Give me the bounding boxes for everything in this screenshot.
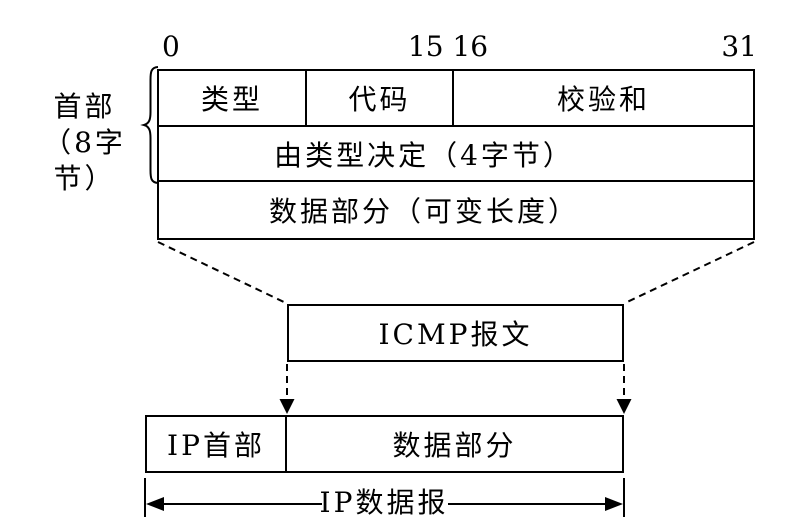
code-cell-label: 代码	[348, 83, 411, 116]
data-part-cell: 数据部分（可变长度）	[159, 182, 753, 238]
type-cell-label: 类型	[200, 83, 263, 116]
ip-data-cell: 数据部分	[287, 417, 622, 471]
bit-label-15-16: 15 16	[407, 30, 489, 63]
measure-arrowhead-left	[146, 497, 164, 511]
table-row-2: 由类型决定（4字节）	[159, 127, 753, 182]
type-cell: 类型	[159, 71, 307, 125]
table-row-1: 类型 代码 校验和	[159, 71, 753, 127]
ip-datagram-span-label: IP数据报	[319, 486, 449, 519]
table-row-3: 数据部分（可变长度）	[159, 182, 753, 238]
type-determined-cell: 由类型决定（4字节）	[159, 127, 753, 180]
checksum-cell: 校验和	[454, 71, 753, 125]
code-cell: 代码	[307, 71, 454, 125]
icmp-message-box: ICMP报文	[287, 304, 624, 362]
ip-datagram-box: IP首部 数据部分	[145, 415, 624, 473]
checksum-cell-label: 校验和	[556, 83, 650, 116]
icmp-field-table: 类型 代码 校验和 由类型决定（4字节） 数据部分（可变长度）	[157, 69, 755, 240]
ip-data-label: 数据部分	[392, 429, 517, 462]
down-arrow-left-head	[279, 399, 295, 414]
data-part-label: 数据部分（可变长度）	[268, 195, 579, 228]
ip-header-label: IP首部	[167, 429, 265, 462]
header-bytes-label: 首部 （8字节）	[22, 89, 147, 197]
header-label-line2: （8字节）	[43, 126, 126, 195]
down-arrow-right-head	[616, 399, 632, 414]
header-label-line1: 首部	[53, 90, 116, 123]
funnel-dashed-line-left	[157, 241, 287, 304]
ip-header-cell: IP首部	[147, 417, 287, 471]
type-determined-label: 由类型决定（4字节）	[274, 138, 574, 172]
measure-arrowhead-right	[605, 497, 623, 511]
bit-label-0: 0	[162, 30, 180, 63]
bit-label-31: 31	[721, 30, 757, 63]
icmp-message-label: ICMP报文	[378, 318, 533, 351]
funnel-dashed-line-right	[624, 241, 755, 304]
